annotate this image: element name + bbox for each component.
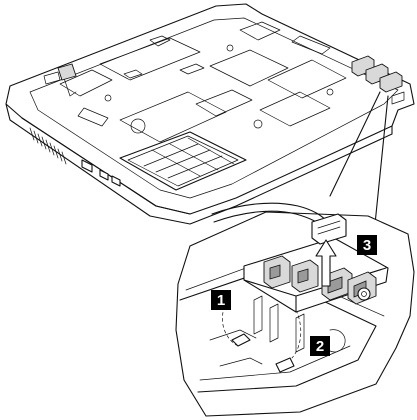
svg-text:1: 1 — [217, 292, 225, 309]
svg-text:3: 3 — [363, 237, 371, 254]
svg-text:2: 2 — [316, 338, 324, 355]
step-badge-2: 2 — [310, 336, 330, 356]
step-badge-1: 1 — [211, 290, 231, 310]
base-cover — [6, 4, 414, 224]
step-badge-3: 3 — [357, 235, 377, 255]
